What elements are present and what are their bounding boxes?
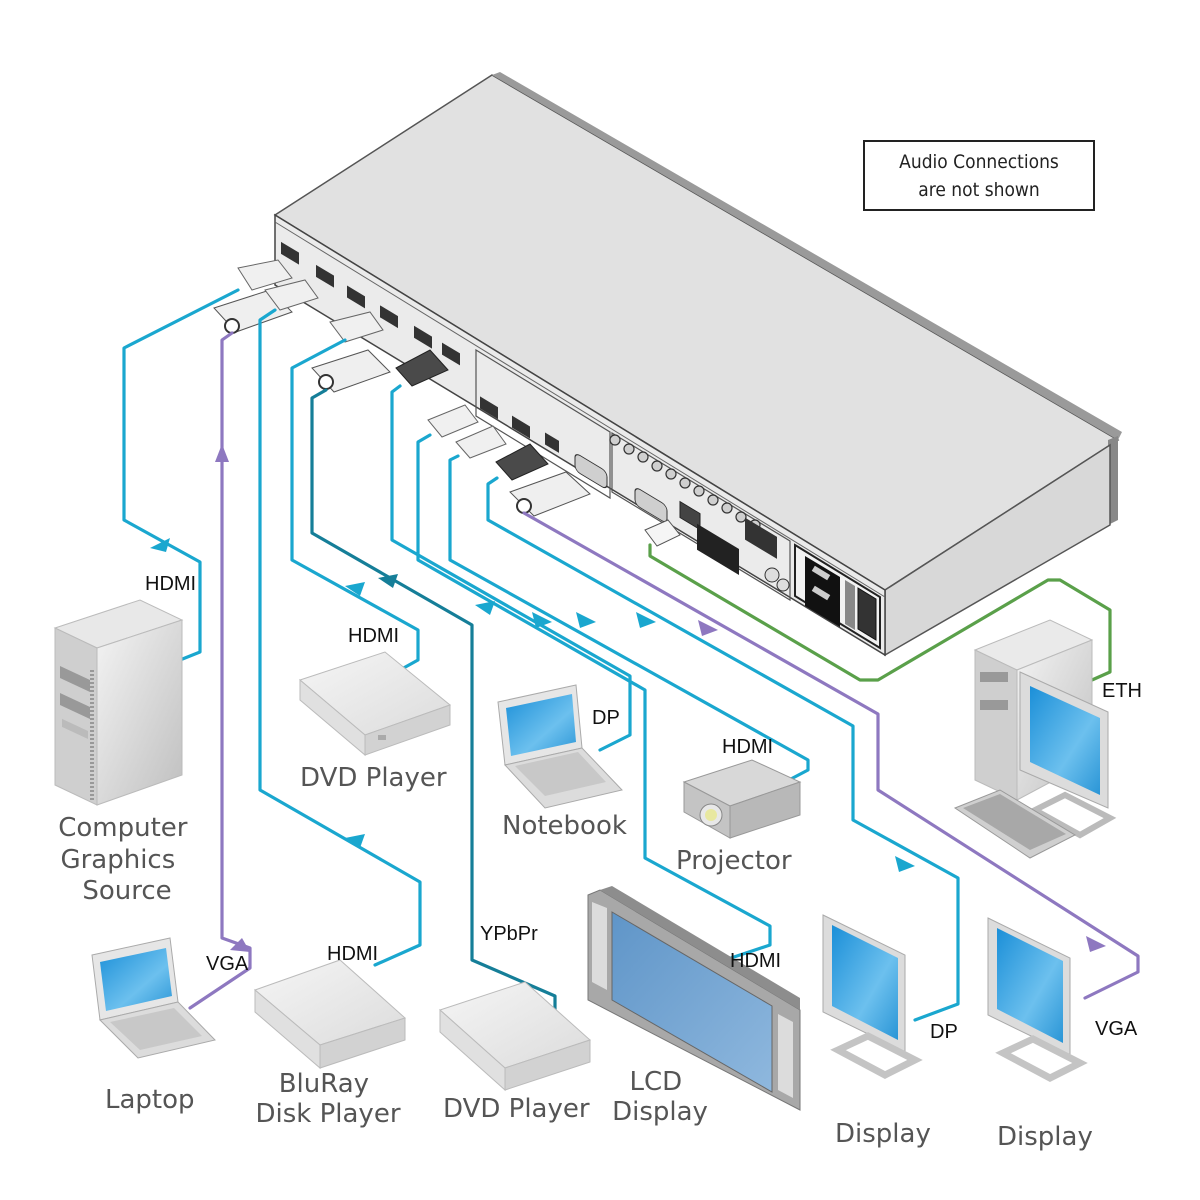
audio-jacks [609,434,761,531]
label-cable-eth: ETH [1102,680,1142,702]
eth-plug [644,519,681,547]
cables [122,288,1140,1022]
label-device-cgs-line3: Source [82,876,171,906]
display-dp-icon [822,914,923,1079]
label-device-laptop: Laptop [105,1085,195,1115]
label-cable-vga-laptop: VGA [206,953,249,975]
arrow-laptop-vga [230,938,250,952]
arrow-projector [576,612,596,628]
switcher-chassis [273,72,1122,657]
hdmi-plug-out2 [455,425,507,459]
label-device-cgs-line1: Computer [58,813,188,843]
label-cable-vga-display: VGA [1095,1018,1138,1040]
cable-hdmi-bluray [258,308,422,967]
cable-hdmi-projector [448,454,810,792]
hdmi-plug-in3 [264,279,319,311]
laptop-icon [91,937,216,1059]
signal-arrows [150,444,1106,952]
chassis-rim [492,72,1122,440]
label-device-dvd-bottom: DVD Player [443,1094,590,1124]
terminal-block-2 [745,517,777,559]
label-device-cgs-line2: Graphics [60,845,175,875]
label-cable-hdmi-bluray: HDMI [327,943,378,965]
output-section-frame [475,348,611,500]
label-cable-dp-display: DP [930,1021,958,1043]
audio-note-box: Audio Connections are not shown [863,140,1095,211]
ethernet-port [679,500,701,531]
label-cable-dp-notebook: DP [592,707,620,729]
dvd-player-top-icon [298,651,452,757]
label-device-bluray: BluRay Disk Player [255,1069,400,1129]
audio-note-line1: Audio Connections [899,150,1059,173]
cable-hdmi-lcd [416,433,772,967]
cable-dp-display [486,476,960,1022]
dp-plug-in [395,349,449,387]
label-device-projector: Projector [676,846,792,876]
hdmi-plug-in4 [329,311,384,343]
dp-plug-out [495,443,549,481]
arrow-vga-display-1 [698,620,718,636]
hdmi-output-ports [480,396,559,453]
label-device-bluray-line1: BluRay [279,1069,369,1099]
hdmi-input-ports [281,241,460,366]
rs232-port [574,454,668,523]
label-cable-hdmi-lcd: HDMI [730,950,781,972]
arrow-cgs [150,538,170,552]
ypbpr-plug [311,349,391,393]
dvd-player-bottom-icon [439,981,591,1092]
hdmi-plug-out1 [427,404,479,438]
plugged-connectors [213,259,681,547]
control-pc-icon [953,619,1117,859]
arrow-dp-display-1 [636,612,656,628]
cable-ypbpr [310,388,557,1020]
label-device-lcd-line2: Display [612,1097,708,1127]
computer-graphics-source-icon [53,599,184,806]
label-device-bluray-line2: Disk Player [255,1099,400,1129]
arrow-laptop-up [215,444,229,462]
arrow-bluray [345,834,365,848]
power-switch[interactable] [857,587,877,641]
bnc-connector [764,567,780,583]
label-cable-hdmi-cgs: HDMI [145,573,196,595]
arrow-ypbpr [378,574,398,588]
cable-hdmi-cgs [122,288,240,662]
cable-dp-notebook [390,384,632,752]
cable-eth [648,543,1112,682]
hdmi-plug-in1 [237,259,293,291]
label-cable-hdmi-projector: HDMI [722,736,773,758]
display-vga-icon [987,917,1088,1082]
label-device-display-vga: Display [997,1122,1093,1152]
label-device-lcd-line1: LCD [630,1067,683,1097]
notebook-icon [497,684,623,809]
label-cable-ypbpr: YPbPr [480,923,538,945]
lcd-display-icon [587,886,801,1111]
arrow-lcd [532,612,552,628]
label-device-lcd: LCD Display [612,1067,708,1127]
terminal-block [697,523,739,576]
label-device-dvd-top: DVD Player [300,763,447,793]
label-device-notebook: Notebook [502,811,627,841]
cable-vga-laptop [188,331,252,1010]
cable-vga-display [522,511,1140,1000]
cable-hdmi-dvd-top [290,338,420,672]
arrow-dvd-top [345,582,365,596]
bluray-player-icon [254,959,406,1070]
audio-note-line2: are not shown [918,178,1040,201]
arrow-vga-display-2 [1086,936,1106,952]
arrow-notebook [475,601,495,615]
projector-icon [682,759,802,839]
arrow-dp-display-2 [895,856,915,872]
label-cable-hdmi-dvd-top: HDMI [348,625,399,647]
label-device-cgs: Computer Graphics Source [58,813,196,906]
label-device-display-dp: Display [835,1119,931,1149]
